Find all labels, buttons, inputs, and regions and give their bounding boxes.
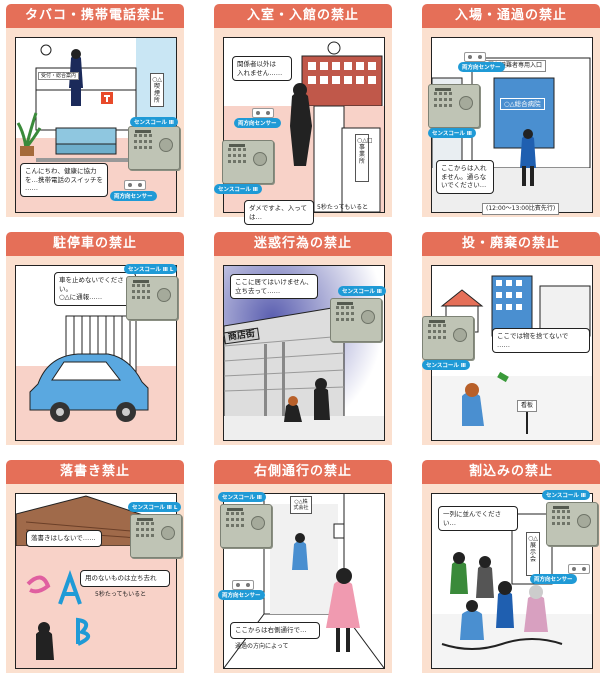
panel-title: 駐停車の禁止 [6, 232, 184, 256]
device-label: センスコール Ⅲ [218, 492, 267, 502]
panel-no-parking: 駐停車の禁止 [6, 232, 184, 445]
signboard: 看板 [517, 400, 538, 412]
car-icon [29, 353, 149, 422]
device-label: センスコール Ⅲ L [124, 264, 178, 274]
intercom-device-icon [422, 316, 474, 360]
sensor-label: 両方向センサー [218, 590, 265, 600]
panel-frame: 緊急避難者専用入口 ○△総合病院 ここからは入れ ません。通らな いでください…… [422, 28, 600, 217]
company-sign: ○△株 式会社 [290, 496, 312, 514]
speech-bubble: ここに居てはいけません、 立ち去って…… [230, 274, 318, 299]
sensor-icon [124, 180, 146, 190]
speech-bubble: ここからは右側通行で… [230, 622, 320, 639]
sensor-icon [232, 580, 254, 590]
panel-no-passage: 入場・通過の禁止 緊急避難者専用入口 ○△総合病院 ここからは入れ ません。通ら… [422, 4, 600, 217]
device-label: センスコール Ⅲ [214, 184, 263, 194]
speech-bubble: 落書きはしないで…… [26, 530, 102, 547]
device-label: センスコール Ⅲ [428, 128, 477, 138]
device-label: センスコール Ⅲ [130, 117, 179, 127]
device-label: センスコール Ⅲ L [128, 502, 182, 512]
panel-no-smoking-phone: タバコ・携帯電話禁止 [6, 4, 184, 217]
scene-parking: 車を止めないでください。 ○△に通報…… [15, 265, 177, 441]
speech-bubble: 関係者以外は 入れません…… [232, 56, 292, 81]
panel-keep-right: 右側通行の禁止 ○△株 式会社 ここからは右側通行で… 通過の方向によって [214, 460, 392, 673]
panel-title: 入場・通過の禁止 [422, 4, 600, 28]
panel-frame: 商店街 ここに居てはいけません、 立ち去って…… センスコール Ⅲ [214, 256, 392, 445]
panel-no-cutting-in: 割込みの禁止 ○ [422, 460, 600, 673]
panel-frame: 落書きはしないで…… 用のないものは立ち去れ 5秒たってもいると センスコール … [6, 484, 184, 673]
sensor-icon [568, 564, 590, 574]
sensor-label: 両方向センサー [530, 574, 577, 584]
panel-no-entry: 入室・入館の禁止 [214, 4, 392, 225]
speech-bubble: ここからは入れ ません。通らな いでください… [436, 160, 494, 194]
time-caption: (12:00～13:00比賓先行) [482, 203, 560, 215]
speech-bubble: 車を止めないでください。 ○△に通報…… [54, 272, 136, 306]
exhibition-sign: ○△展示会 [526, 532, 540, 576]
speech-bubble-warning: 用のないものは立ち去れ [80, 570, 170, 587]
sensor-label: 両方向センサー [234, 118, 281, 128]
panel-title: 右側通行の禁止 [214, 460, 392, 484]
caption: 5秒たってもいると [95, 591, 147, 598]
intercom-device-icon [126, 276, 178, 320]
sensor-icon [464, 52, 486, 62]
clock-icon [327, 41, 341, 55]
counter-sign: 受付・総合案内 [38, 72, 80, 80]
panel-frame: ○△喫煙所 受付・総合案内 こんにちわ、健康に協力 を…携帯電話のスイッチを …… [6, 28, 184, 217]
panel-frame: ○△株 式会社 ここからは右側通行で… 通過の方向によって センスコール Ⅲ 両… [214, 484, 392, 673]
panel-frame: ○△□事業所 関係者以外は 入れません…… ダメですよ、入っては… 5秒たっても… [214, 28, 392, 225]
hospital-sign: ○△総合病院 [500, 98, 545, 110]
device-label: センスコール Ⅲ [542, 490, 591, 500]
smoking-area-sign: ○△喫煙所 [150, 73, 164, 107]
sensor-icon [252, 108, 274, 118]
intercom-device-icon [220, 504, 272, 548]
office-sign: ○△□事業所 [355, 134, 373, 182]
panel-title: タバコ・携帯電話禁止 [6, 4, 184, 28]
speech-bubble: ここでは物を捨てないで …… [492, 328, 590, 353]
device-label: センスコール Ⅲ [338, 286, 387, 296]
intercom-device-icon [128, 126, 180, 170]
intercom-device-icon [546, 502, 598, 546]
panel-frame: ○△展示会 一列に並んでください… センスコール Ⅲ 両方向センサー [422, 484, 600, 673]
caption: 5秒たってもいると [317, 204, 369, 211]
intercom-device-icon [330, 298, 382, 342]
speech-bubble: 一列に並んでください… [438, 506, 518, 531]
speech-bubble-warning: ダメですよ、入っては… [244, 200, 314, 225]
can-icon [497, 371, 509, 383]
intercom-device-icon [130, 514, 182, 558]
intercom-device-icon [428, 84, 480, 128]
panel-frame: 車を止めないでください。 ○△に通報…… センスコール Ⅲ L [6, 256, 184, 445]
sensor-label: 両方向センサー [458, 62, 505, 72]
clock-icon [40, 44, 52, 56]
sensor-label: 両方向センサー [110, 191, 157, 201]
panel-no-graffiti: 落書き禁止 落書きはしないで…… 用のないものは立ち去れ 5秒たってもいると [6, 460, 184, 673]
panel-title: 迷惑行為の禁止 [214, 232, 392, 256]
device-label: センスコール Ⅲ [422, 360, 471, 370]
panel-no-littering: 投・廃棄の禁止 [422, 232, 600, 445]
caption: 通過の方向によって [235, 643, 289, 650]
panel-no-nuisance: 迷惑行為の禁止 [214, 232, 392, 445]
panel-title: 落書き禁止 [6, 460, 184, 484]
panel-title: 入室・入館の禁止 [214, 4, 392, 28]
intercom-device-icon [222, 140, 274, 184]
panel-title: 投・廃棄の禁止 [422, 232, 600, 256]
panel-frame: 看板 ここでは物を捨てないで …… センスコール Ⅲ [422, 256, 600, 445]
panel-title: 割込みの禁止 [422, 460, 600, 484]
speech-bubble: こんにちわ、健康に協力 を…携帯電話のスイッチを …… [20, 163, 108, 197]
